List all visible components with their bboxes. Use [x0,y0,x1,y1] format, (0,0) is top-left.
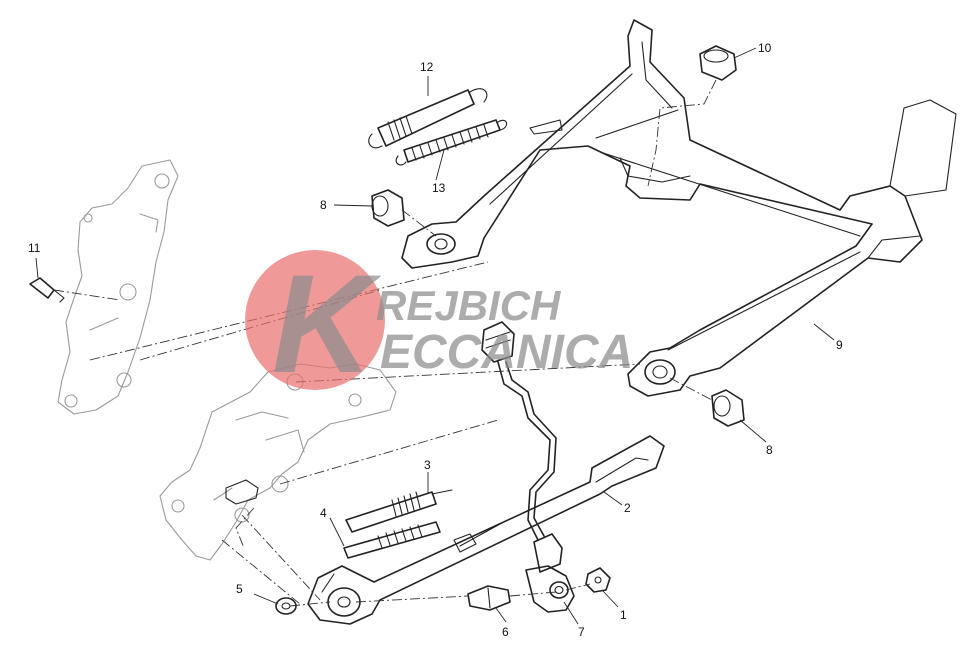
spring-3 [345,489,453,533]
frame-plate-upper [57,159,179,415]
callout-6: 6 [502,625,509,639]
callout-3: 3 [424,458,431,472]
side-stand [307,435,665,625]
side-stand-switch [481,321,575,613]
callout-5: 5 [236,582,243,596]
center-stand [401,19,957,397]
callout-leaders [35,47,835,625]
callout-13: 13 [432,181,446,195]
callout-numbers: 1 2 3 4 5 6 7 8 8 9 10 11 12 13 [28,41,843,639]
callout-7: 7 [578,625,585,639]
callout-10: 10 [758,41,772,55]
watermark-logo-letter: K [272,245,382,402]
callout-12: 12 [420,60,434,74]
bushing-8-upper [371,189,405,227]
spring-4 [343,521,441,559]
watermark-line-1: REJBICH [376,282,562,329]
callout-9: 9 [836,338,843,352]
callout-8-lower: 8 [766,443,773,457]
callout-11: 11 [28,241,41,255]
nut-1 [585,567,611,593]
watermark: K REJBICH ECCANICA [245,245,633,402]
callout-2: 2 [624,501,631,515]
watermark-logo-circle [245,250,385,390]
callout-4: 4 [320,506,327,520]
grease-nipple-11 [29,277,65,303]
callout-8-upper: 8 [320,198,327,212]
spring-13 [395,119,508,166]
spring-12 [368,88,488,149]
watermark-line-2: ECCANICA [380,326,633,379]
callout-1: 1 [620,608,627,622]
bushing-8-lower [711,389,745,427]
rubber-buffer-10 [699,45,737,81]
stud-frame [225,479,259,505]
bolt-6 [467,585,511,611]
